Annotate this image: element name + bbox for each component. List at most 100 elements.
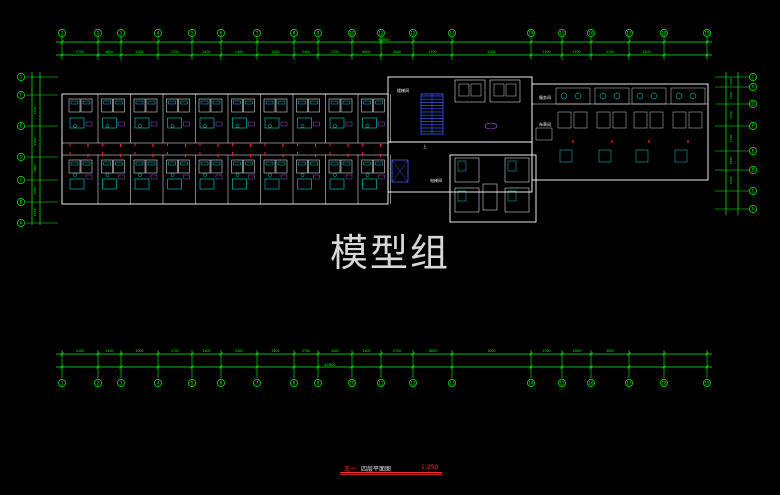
col-label-bottom-12: 12 xyxy=(410,381,416,386)
desk xyxy=(118,121,125,127)
row-label-right: J xyxy=(751,75,753,80)
pillow xyxy=(103,100,111,105)
dim-tick xyxy=(292,53,296,57)
lounge-chair xyxy=(675,92,683,100)
desk xyxy=(280,174,288,180)
lounge-chair xyxy=(689,92,697,100)
top-dim-value: 2700 xyxy=(572,50,580,54)
bathroom xyxy=(559,149,573,163)
row-bubble-right xyxy=(749,205,757,213)
row-bubble-left xyxy=(17,176,25,184)
desk xyxy=(345,174,353,180)
col-label-top-5: 5 xyxy=(191,31,194,36)
col-label-top-18: 18 xyxy=(661,31,667,36)
bed xyxy=(231,98,243,113)
pillow xyxy=(168,100,176,105)
bed xyxy=(68,159,81,174)
dim-tick xyxy=(219,365,223,369)
dim-tick xyxy=(255,365,259,369)
bottom-dim-value: 2400 xyxy=(362,349,370,353)
col-bubble-bottom-15 xyxy=(558,379,566,387)
bottom-dim-value: 2100 xyxy=(76,349,84,353)
pillow xyxy=(277,161,286,166)
bottom-dim-value: 2700 xyxy=(302,349,310,353)
col-bubble-bottom-8 xyxy=(290,379,298,387)
col-label-bottom-16: 16 xyxy=(588,381,594,386)
guest-room xyxy=(231,98,255,147)
dim-tick xyxy=(156,40,160,44)
dim-tick xyxy=(219,352,223,356)
bottom-dim-value: 2400 xyxy=(235,349,243,353)
east-south-block xyxy=(449,154,537,223)
row-label-right: A xyxy=(752,207,755,212)
bathroom xyxy=(264,178,280,190)
toilet xyxy=(73,124,77,128)
bottom-dim-value: 3000 xyxy=(606,349,614,353)
bed xyxy=(80,159,93,174)
guest-room xyxy=(263,154,288,190)
col-bubble-bottom-13 xyxy=(448,379,456,387)
top-dim-value: 6000 xyxy=(362,50,370,54)
dim-tick xyxy=(316,53,320,57)
dim-tick xyxy=(560,53,564,57)
bathroom xyxy=(199,117,215,129)
col-label-bottom-3: 3 xyxy=(120,381,123,386)
toilet xyxy=(138,173,142,177)
bed xyxy=(275,98,288,113)
bathroom xyxy=(102,178,117,190)
bottom-dim-value: 2400 xyxy=(202,349,210,353)
col-label-bottom-10: 10 xyxy=(349,381,355,386)
col-label-top-9: 9 xyxy=(317,31,320,36)
bed xyxy=(263,159,276,174)
dim-tick xyxy=(450,365,454,369)
bed xyxy=(113,159,125,174)
col-label-bottom-15: 15 xyxy=(559,381,565,386)
pillow xyxy=(147,161,156,166)
top-dim-value: 6450 xyxy=(105,50,113,54)
row-label-right: G xyxy=(751,102,754,107)
toilet xyxy=(365,124,370,128)
bathroom xyxy=(69,117,85,129)
col-label-top-10: 10 xyxy=(349,31,355,36)
dim-tick xyxy=(627,53,631,57)
dim-tick xyxy=(627,365,631,369)
guest-room xyxy=(68,154,93,190)
lounge-chair xyxy=(599,92,607,100)
top-dim-value: 2400 xyxy=(202,50,210,54)
guest-room xyxy=(328,154,353,190)
lounge xyxy=(670,87,706,105)
col-bubble-top-18 xyxy=(660,29,668,37)
dim-tick xyxy=(627,40,631,44)
col-bubble-bottom-5 xyxy=(188,379,196,387)
col-label-top-11: 11 xyxy=(378,31,384,36)
bed xyxy=(263,98,276,113)
col-bubble-top-11 xyxy=(377,29,385,37)
dim-tick xyxy=(156,53,160,57)
dim-tick xyxy=(292,365,296,369)
col-label-top-7: 7 xyxy=(256,31,259,36)
col-bubble-bottom-17 xyxy=(625,379,633,387)
pillow xyxy=(115,100,123,105)
dim-tick xyxy=(379,53,383,57)
toilet xyxy=(203,173,207,177)
bottom-dim-value: 3600 xyxy=(428,349,436,353)
guest-room xyxy=(101,154,125,190)
bathroom xyxy=(134,178,150,190)
label-linen-room: 布草间 xyxy=(539,121,551,127)
guest-room xyxy=(198,98,223,147)
toilet xyxy=(333,173,337,177)
dim-tick xyxy=(255,40,259,44)
top-dim-total: 67800 xyxy=(378,38,389,42)
desk xyxy=(85,174,93,180)
row-bubble-left xyxy=(17,73,25,81)
desk xyxy=(150,174,158,180)
top-dim-value: 2400 xyxy=(235,50,243,54)
left-dim-value: 1800 xyxy=(33,165,37,173)
service-room xyxy=(535,127,553,141)
toilet xyxy=(105,124,110,128)
dim-tick xyxy=(705,365,709,369)
dim-tick xyxy=(255,53,259,57)
top-dim-value: 3000 xyxy=(393,50,401,54)
col-label-top-17: 17 xyxy=(626,31,632,36)
col-label-bottom-6: 6 xyxy=(220,381,223,386)
